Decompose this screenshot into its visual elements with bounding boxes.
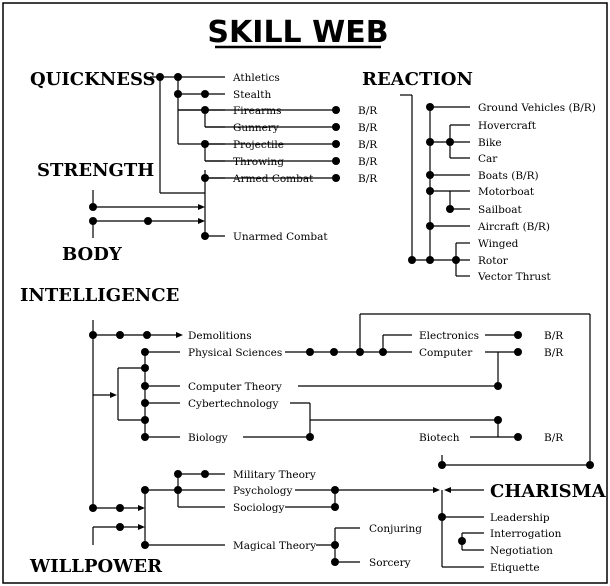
br-armed-combat: B/R bbox=[358, 173, 378, 185]
br-throwing: B/R bbox=[358, 156, 378, 168]
skill-biotech: Biotech bbox=[419, 432, 460, 444]
skill-hovercraft: Hovercraft bbox=[478, 120, 537, 132]
reaction-connectors bbox=[400, 94, 470, 277]
skill-athletics: Athletics bbox=[232, 72, 280, 84]
reaction-dots bbox=[408, 103, 460, 264]
skill-demolitions: Demolitions bbox=[188, 330, 252, 342]
skill-leadership: Leadership bbox=[490, 512, 550, 524]
attr-strength: STRENGTH bbox=[37, 160, 154, 181]
attr-quickness: QUICKNESS bbox=[30, 69, 156, 90]
skill-winged: Winged bbox=[478, 238, 519, 250]
skill-car: Car bbox=[478, 153, 498, 165]
attr-charisma: CHARISMA bbox=[490, 481, 607, 502]
attr-body: BODY bbox=[62, 244, 123, 265]
intelligence-connectors bbox=[92, 313, 591, 508]
skill-magical-theory: Magical Theory bbox=[233, 540, 316, 552]
skill-motorboat: Motorboat bbox=[478, 186, 535, 198]
skill-boats: Boats (B/R) bbox=[478, 170, 539, 182]
skill-bike: Bike bbox=[478, 137, 502, 149]
quickness-dots bbox=[89, 73, 340, 240]
skill-projectile: Projectile bbox=[233, 139, 284, 151]
skill-rotor: Rotor bbox=[478, 255, 509, 267]
skill-electronics: Electronics bbox=[419, 330, 479, 342]
skill-sociology: Sociology bbox=[233, 502, 284, 514]
skill-military-theory: Military Theory bbox=[233, 469, 316, 481]
skill-etiquette: Etiquette bbox=[490, 562, 540, 574]
br-gunnery: B/R bbox=[358, 122, 378, 134]
skill-interrogation: Interrogation bbox=[490, 528, 562, 540]
skill-negotiation: Negotiation bbox=[490, 545, 553, 557]
skill-sailboat: Sailboat bbox=[478, 204, 522, 216]
br-projectile: B/R bbox=[358, 139, 378, 151]
skill-sorcery: Sorcery bbox=[369, 557, 411, 569]
diagram-title: SKILL WEB bbox=[207, 15, 388, 50]
skill-gunnery: Gunnery bbox=[233, 122, 279, 134]
skill-physical-sciences: Physical Sciences bbox=[188, 347, 282, 359]
skill-computer: Computer bbox=[419, 347, 473, 359]
skill-throwing: Throwing bbox=[233, 156, 284, 168]
attr-willpower: WILLPOWER bbox=[29, 556, 163, 577]
attr-reaction: REACTION bbox=[362, 69, 473, 90]
skill-armed-combat: Armed Combat bbox=[232, 173, 314, 185]
skill-biology: Biology bbox=[188, 432, 228, 444]
br-biotech: B/R bbox=[544, 432, 564, 444]
skill-vector-thrust: Vector Thrust bbox=[477, 271, 552, 283]
br-computer: B/R bbox=[544, 347, 564, 359]
strength-body-connectors bbox=[92, 190, 205, 238]
skill-aircraft: Aircraft (B/R) bbox=[477, 221, 550, 233]
intelligence-dots bbox=[89, 331, 594, 469]
willpower-dots bbox=[89, 470, 466, 566]
attr-intelligence: INTELLIGENCE bbox=[20, 285, 179, 306]
skill-cybertechnology: Cybertechnology bbox=[188, 398, 278, 410]
br-electronics: B/R bbox=[544, 330, 564, 342]
br-firearms: B/R bbox=[358, 105, 378, 117]
skill-computer-theory: Computer Theory bbox=[188, 381, 282, 393]
skill-conjuring: Conjuring bbox=[369, 523, 422, 535]
willpower-connectors bbox=[92, 473, 484, 568]
skill-firearms: Firearms bbox=[233, 105, 282, 117]
skill-unarmed-combat: Unarmed Combat bbox=[233, 231, 328, 243]
skill-psychology: Psychology bbox=[233, 485, 292, 497]
skill-ground-vehicles: Ground Vehicles (B/R) bbox=[478, 102, 596, 114]
skill-stealth: Stealth bbox=[233, 89, 271, 101]
